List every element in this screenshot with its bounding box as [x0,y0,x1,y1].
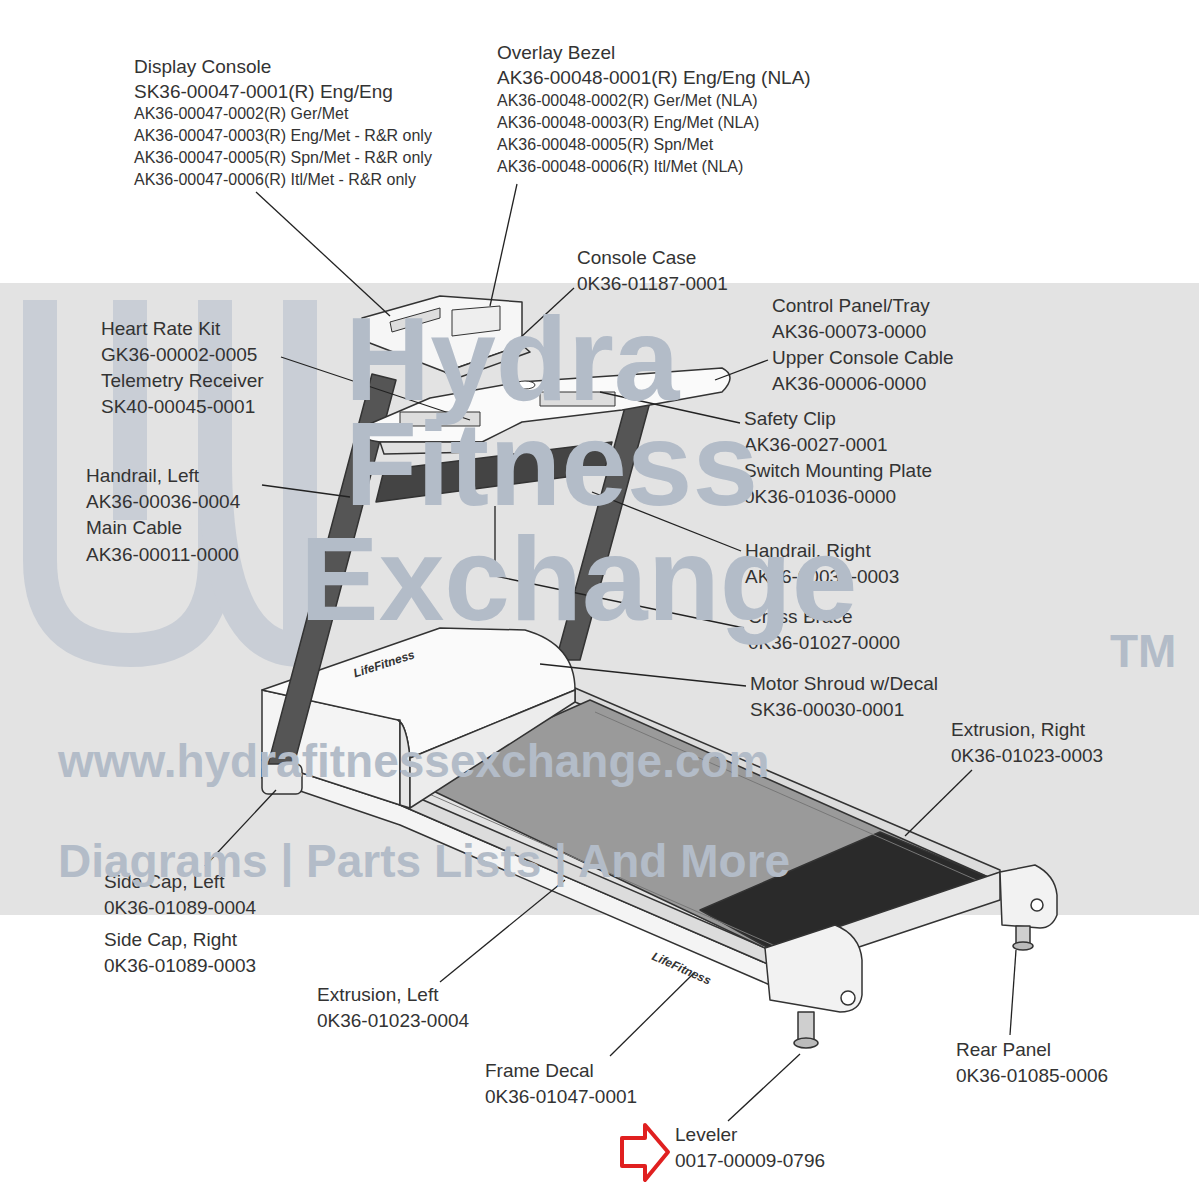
part-number: SK40-00045-0001 [101,397,255,416]
part-name: AK36-00047-0002(R) Ger/Met [134,106,348,122]
watermark-logo [40,300,300,650]
part-name: Extrusion, Right [951,720,1085,739]
part-name: Control Panel/Tray [772,296,930,315]
leader-lines [205,184,1016,1121]
part-number: AK36-00048-0003(R) Eng/Met (NLA) [497,115,759,131]
part-name: AK36-00048-0002(R) Ger/Met (NLA) [497,93,758,109]
part-name: Extrusion, Left [317,985,438,1004]
part-number: AK36-00047-0006(R) Itl/Met - R&R only [134,172,416,188]
part-name: Main Cable [86,518,182,537]
part-name: AK36-00047-0005(R) Spn/Met - R&R only [134,150,432,166]
part-name: Heart Rate Kit [101,319,220,338]
part-name: Console Case [577,248,696,267]
part-name: Telemetry Receiver [101,371,264,390]
watermark-text: TM [1110,628,1176,674]
part-number: 0K36-01036-0000 [744,487,896,506]
part-number: 0K36-01023-0003 [951,746,1103,765]
part-number: 0K36-01187-0001 [577,274,728,293]
rear-end-cap-left [765,925,862,1012]
part-name: Rear Panel [956,1040,1051,1059]
part-number: GK36-00002-0005 [101,345,257,364]
part-number: 0017-00009-0796 [675,1151,825,1170]
part-number: AK36-00006-0000 [772,374,926,393]
part-name: AK36-00048-0005(R) Spn/Met [497,137,713,153]
pointer-arrow [622,1125,668,1180]
part-number: AK36-00036-0004 [86,492,240,511]
part-name: Handrail, Left [86,466,199,485]
watermark-text: Fitness [345,405,758,523]
watermark-text: Diagrams | Parts Lists | And More [58,838,790,884]
part-name: Display Console [134,57,271,76]
part-number: 0K36-01023-0004 [317,1011,469,1030]
part-number: AK36-0027-0001 [744,435,888,454]
part-name: Switch Mounting Plate [744,461,932,480]
watermark-text: www.hydrafitnessexchange.com [58,738,770,784]
watermark-text: Exchange [300,520,857,638]
part-name: Motor Shroud w/Decal [750,674,938,693]
part-number: SK36-00047-0001(R) Eng/Eng [134,82,393,101]
part-name: Overlay Bezel [497,43,615,62]
part-number: 0K36-01089-0003 [104,956,256,975]
rear-end-cap-right [1000,865,1057,928]
part-number: AK36-00048-0001(R) Eng/Eng (NLA) [497,68,811,87]
part-number: SK36-00030-0001 [750,700,904,719]
part-number: AK36-00011-0000 [86,545,239,564]
part-number: AK36-00047-0003(R) Eng/Met - R&R only [134,128,432,144]
part-name: Upper Console Cable [772,348,954,367]
watermark-text: Hydra [345,300,679,418]
part-number: 0K36-01085-0006 [956,1066,1108,1085]
part-number: AK36-00073-0000 [772,322,926,341]
part-name: Leveler [675,1125,737,1144]
part-name: Frame Decal [485,1061,594,1080]
part-number: AK36-00048-0006(R) Itl/Met (NLA) [497,159,743,175]
part-number: 0K36-01047-0001 [485,1087,637,1106]
part-name: Side Cap, Right [104,930,237,949]
part-number: 0K36-01089-0004 [104,898,256,917]
